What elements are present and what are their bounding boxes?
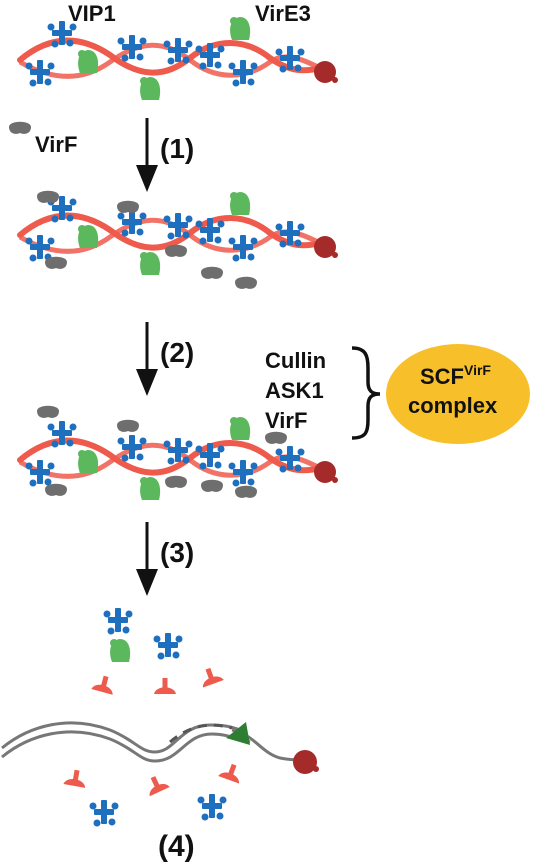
scf-base-label: SCF [420,364,464,389]
step-2-label: (2) [160,337,194,368]
ask1-label: ASK1 [265,378,324,403]
virf-component-label: VirF [265,408,307,433]
step-1-label: (1) [160,133,194,164]
component-brace [351,346,381,440]
scf-complex-ellipse [386,344,530,444]
step-4-label: (4) [158,830,195,863]
cullin-label: Cullin [265,348,326,373]
scf-super-label: VirF [464,362,491,378]
arrow-step-1 [136,118,158,192]
scf-complex-word: complex [408,393,498,418]
released-proteins [63,608,245,827]
vire3-label: VirE3 [255,1,311,26]
t-complex-2 [20,190,338,289]
t-cap-final [293,750,317,774]
t-complex-1 [20,17,338,100]
t-complex-3 [20,405,338,500]
virf-legend-icon [9,121,31,134]
virf-legend-label: VirF [35,132,77,157]
arrow-step-2 [136,322,158,396]
arrow-step-3 [136,522,158,596]
scf-complex-title: SCFVirF [420,362,491,389]
insertion-arrowhead [226,722,250,745]
vip1-label: VIP1 [68,1,116,26]
step-3-label: (3) [160,537,194,568]
plant-dna [1,721,251,763]
